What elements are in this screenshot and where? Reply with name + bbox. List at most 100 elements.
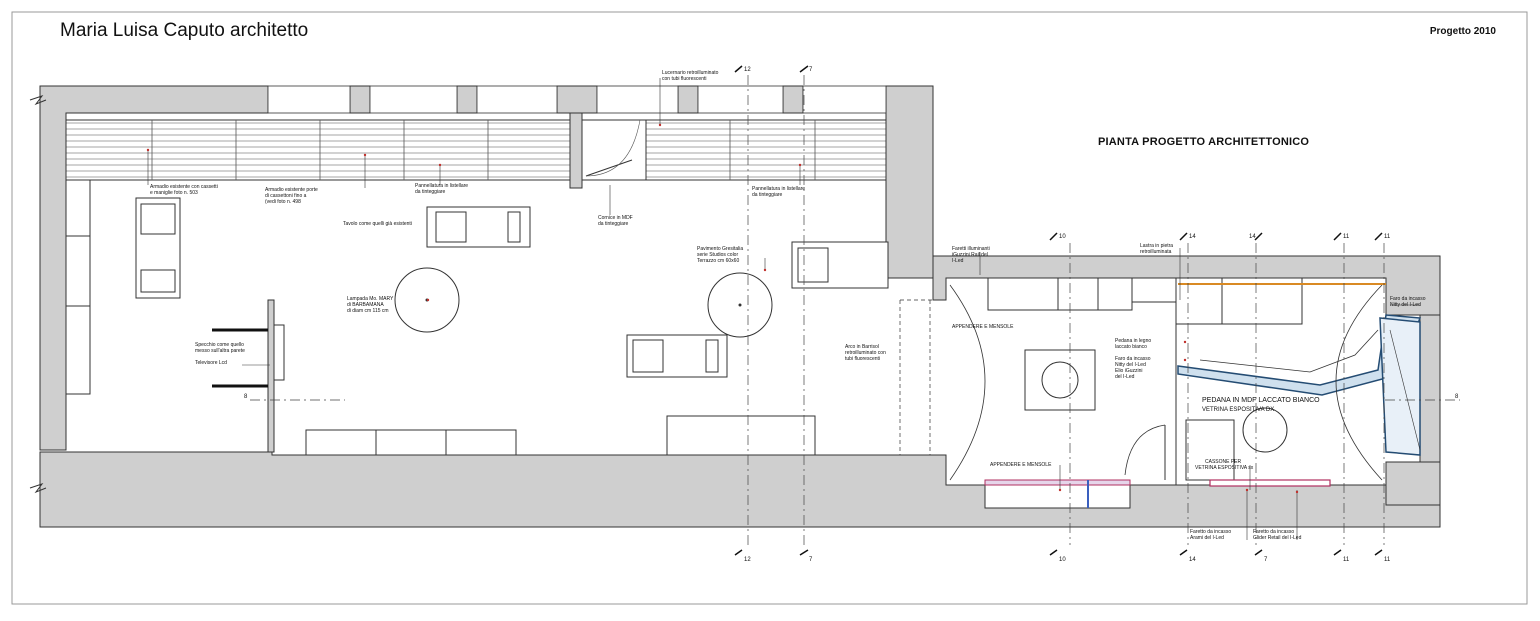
note-text: tubi fluorescenti	[845, 356, 880, 362]
entry-door	[581, 119, 647, 181]
note-text: Armadio esistente con cassetti	[150, 184, 218, 190]
door-leaf	[585, 159, 633, 177]
section-mark: 11	[1384, 234, 1391, 240]
showcase	[1185, 419, 1235, 481]
window	[369, 85, 458, 114]
note-text: serie Studios color	[697, 252, 738, 258]
bench	[305, 429, 377, 456]
wall-right-corner	[885, 85, 934, 279]
architect-name: Maria Luisa Caputo architetto	[60, 20, 309, 41]
note-text: Faretto da incasso	[1190, 529, 1231, 535]
note-text: VETRINA ESPOSITIVA sx	[1195, 465, 1254, 471]
note-text: di diam cm 115 cm	[347, 308, 389, 314]
note-text: Elio iGuzzini	[1115, 368, 1143, 374]
wall-door-jamb	[569, 112, 583, 189]
shop-table	[1024, 349, 1096, 411]
table-part	[507, 211, 521, 243]
bench	[666, 415, 816, 456]
note-text: iGuzzini Rail del	[952, 252, 988, 258]
note-text: Pannellatura in listellare	[752, 186, 805, 192]
note-text: Televisore Lcd	[195, 360, 227, 366]
window	[476, 85, 558, 114]
bench	[375, 429, 447, 456]
wall-shop-corner	[1385, 461, 1441, 506]
section-mark: 10	[1059, 234, 1066, 240]
wall-pier	[349, 85, 371, 114]
showcase-base	[1209, 479, 1331, 487]
note-text: e maniglie foto n. 503	[150, 190, 198, 196]
note-text: VETRINA ESPOSITIVA DX	[1202, 407, 1274, 413]
section-mark: 12	[744, 557, 751, 563]
window	[596, 85, 679, 114]
section-mark: 7	[1264, 557, 1268, 563]
note-text: Faro da incasso	[1390, 296, 1426, 302]
note-text: CASSONE PER	[1205, 459, 1242, 465]
note-text: Glider Retail del I-Led	[1253, 535, 1302, 541]
shop-lamp	[1242, 407, 1288, 453]
break-line	[29, 95, 47, 106]
sofa-cushion	[140, 203, 176, 235]
marker-dots	[146, 123, 1299, 494]
note-text: da tinteggiare	[598, 221, 629, 227]
section-mark: 14	[1189, 234, 1196, 240]
window	[802, 85, 887, 114]
table-part	[435, 211, 467, 243]
table-part	[632, 339, 664, 373]
section-mark: 11	[1343, 557, 1350, 563]
section-mark: 7	[809, 67, 813, 73]
panelling-divisions	[151, 120, 816, 180]
side-showcase-line	[1389, 329, 1421, 451]
note-text: con tubi fluorescenti	[662, 76, 706, 82]
note-text: I-Led	[952, 258, 964, 264]
door-arc	[1335, 284, 1383, 481]
bench	[445, 429, 517, 456]
section-mark: 7	[809, 557, 813, 563]
note-text: Faro da incasso	[1115, 356, 1151, 362]
section-axis	[250, 75, 1460, 545]
section-mark: 11	[1384, 557, 1391, 563]
note-text: da tinteggiare	[415, 189, 446, 195]
shelf-edge	[984, 479, 1131, 486]
pendant-lamp	[394, 267, 460, 333]
note-text: APPENDERE E MENSOLE	[990, 462, 1052, 468]
wall-partition	[267, 299, 275, 453]
note-text: del I-Led	[1115, 374, 1135, 380]
note-text: Nitty del I-Led	[1390, 302, 1421, 308]
section-mark: 8	[1455, 394, 1459, 400]
note-text: Lastra in pietra	[1140, 243, 1173, 249]
wall-pier	[677, 85, 699, 114]
note-text: Pavimento Gresitalia	[697, 246, 743, 252]
arch-passage	[899, 299, 946, 455]
note-text: Nitty del I-Led	[1115, 362, 1146, 368]
wall-pier	[456, 85, 478, 114]
platform-edge	[1199, 329, 1379, 373]
counter-part	[797, 247, 829, 283]
window	[267, 85, 351, 114]
slatted-panelling-right	[645, 119, 887, 181]
note-text: Pedana in legno	[1115, 338, 1151, 344]
note-text: Lucernario retroilluminato	[662, 70, 719, 76]
section-mark: 14	[1249, 234, 1256, 240]
slatted-panelling-left	[65, 119, 571, 181]
wall-pier	[782, 85, 804, 114]
note-text: Lampada Mo. MARY	[347, 296, 394, 302]
sheet-frame	[11, 11, 1528, 605]
section-lines	[734, 65, 1383, 556]
sofa-cushion	[140, 269, 176, 293]
door-arc	[949, 284, 986, 481]
note-text: Faretto da incasso	[1253, 529, 1294, 535]
side-showcase	[1379, 317, 1421, 456]
wall-pier	[556, 85, 598, 114]
note-text: laccato bianco	[1115, 344, 1147, 350]
door-swing	[585, 119, 641, 177]
break-line	[29, 483, 47, 494]
annotations: Armadio esistente con cassetti e manigli…	[150, 70, 1426, 541]
note-text: retroilluminata	[1140, 249, 1172, 255]
note-text: Tavolo come quelli già esistenti	[343, 221, 412, 227]
door-arc	[1124, 424, 1166, 476]
left-cabinets	[65, 179, 91, 395]
pendant-lamp	[707, 272, 773, 338]
note-text: di cassettoni fino a	[265, 193, 307, 199]
